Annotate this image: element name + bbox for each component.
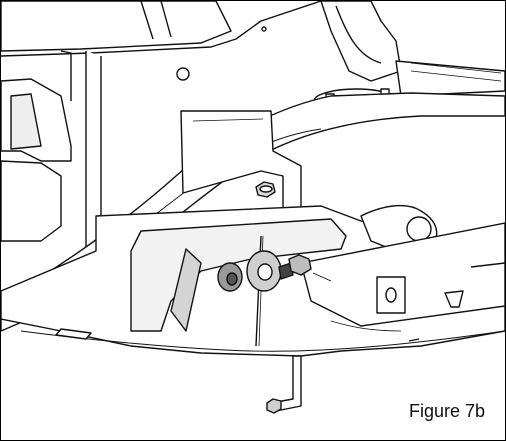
left-structure [1, 51, 101, 273]
figure-caption: Figure 7b [404, 399, 489, 424]
lower-strap [267, 356, 301, 413]
lock-washer-icon [218, 263, 242, 291]
hex-bolt-icon [267, 399, 281, 413]
upper-body-panel [1, 1, 321, 80]
mounting-hole [177, 68, 189, 80]
hex-bolt-icon [279, 255, 311, 279]
hex-nut-icon [256, 182, 275, 197]
flat-washer-icon [247, 251, 281, 291]
small-hole [262, 27, 266, 31]
center-bracket [181, 111, 301, 216]
exploded-hardware [218, 251, 331, 291]
